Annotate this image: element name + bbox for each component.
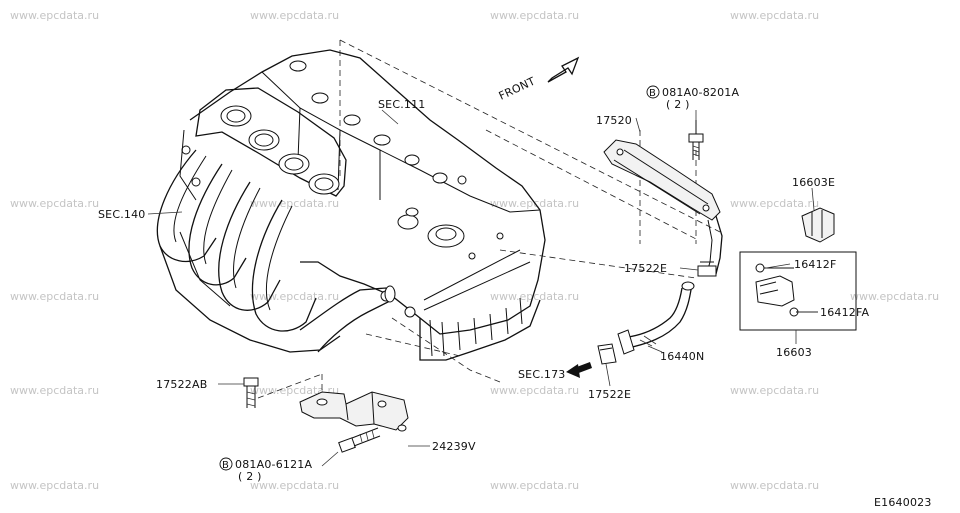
bolt-081A0-8201A [688, 120, 704, 160]
manifold-flange [195, 87, 347, 197]
watermark: www.epcdata.ru [490, 9, 579, 22]
watermark: www.epcdata.ru [730, 479, 819, 492]
part-24239v-bracket [299, 391, 409, 432]
part-16603-valve-assembly [739, 251, 857, 331]
front-label: FRONT [497, 75, 538, 103]
part-16440n-hose [617, 281, 695, 355]
label-081a0-8201a[interactable]: 081A0-8201A [662, 86, 739, 99]
leader-lines [147, 109, 818, 467]
label-081a0-6121a[interactable]: 081A0-6121A [235, 458, 312, 471]
label-16603e[interactable]: 16603E [792, 176, 835, 189]
part-16603e-grommet [801, 207, 835, 243]
label-17522e-upper[interactable]: 17522E [624, 262, 667, 275]
watermark: www.epcdata.ru [10, 9, 99, 22]
bolt-marker-letter: B [649, 88, 656, 99]
diagram-code: E1640023 [874, 496, 932, 509]
label-16412fa[interactable]: 16412FA [820, 306, 870, 319]
label-17522e-lower[interactable]: 17522E [588, 388, 631, 401]
watermark: www.epcdata.ru [490, 479, 579, 492]
assembly-frame [739, 251, 857, 331]
part-17522e-upper-clamp [697, 261, 717, 277]
part-17522e-lower-clamp [597, 343, 617, 365]
label-16603[interactable]: 16603 [776, 346, 812, 359]
front-arrow-icon [547, 56, 580, 83]
bolt-081A0-6121A [338, 427, 381, 453]
sec173-arrow [566, 362, 592, 378]
engine-assembly [189, 49, 546, 361]
label-sec111[interactable]: SEC.111 [378, 98, 426, 111]
part-17522ab-bolt [243, 377, 259, 408]
watermark: www.epcdata.ru [490, 384, 579, 397]
watermark: www.epcdata.ru [250, 9, 339, 22]
label-sec140[interactable]: SEC.140 [98, 208, 146, 221]
label-17522ab[interactable]: 17522AB [156, 378, 207, 391]
label-qty-top: ( 2 ) [666, 98, 690, 111]
label-16412f[interactable]: 16412F [794, 258, 837, 271]
part-17520-bracket [603, 139, 721, 221]
reference-lines [257, 39, 721, 410]
watermark: www.epcdata.ru [730, 9, 819, 22]
bolt-marker-letter: B [222, 460, 229, 471]
watermark: www.epcdata.ru [10, 384, 99, 397]
label-16440n[interactable]: 16440N [660, 350, 704, 363]
label-qty-bottom: ( 2 ) [238, 470, 262, 483]
bolt-marker-icon [646, 85, 660, 99]
watermark: www.epcdata.ru [250, 479, 339, 492]
bolt-marker-icon [219, 457, 233, 471]
part-labels: SEC.111 SEC.140 17520 B 081A0-8201A ( 2 … [98, 85, 932, 509]
front-direction-arrow: FRONT [497, 56, 580, 103]
watermark: www.epcdata.ru [250, 290, 339, 303]
watermark: www.epcdata.ru [730, 197, 819, 210]
label-17520[interactable]: 17520 [596, 114, 632, 127]
intake-manifold [156, 87, 396, 353]
watermark-layer: www.epcdata.ru www.epcdata.ru www.epcdat… [10, 9, 939, 492]
watermark: www.epcdata.ru [10, 290, 99, 303]
watermark: www.epcdata.ru [250, 197, 339, 210]
label-sec173[interactable]: SEC.173 [518, 368, 566, 381]
watermark: www.epcdata.ru [850, 290, 939, 303]
watermark: www.epcdata.ru [490, 290, 579, 303]
watermark: www.epcdata.ru [250, 384, 339, 397]
watermark: www.epcdata.ru [10, 197, 99, 210]
label-24239v[interactable]: 24239V [432, 440, 476, 453]
watermark: www.epcdata.ru [730, 384, 819, 397]
watermark: www.epcdata.ru [10, 479, 99, 492]
